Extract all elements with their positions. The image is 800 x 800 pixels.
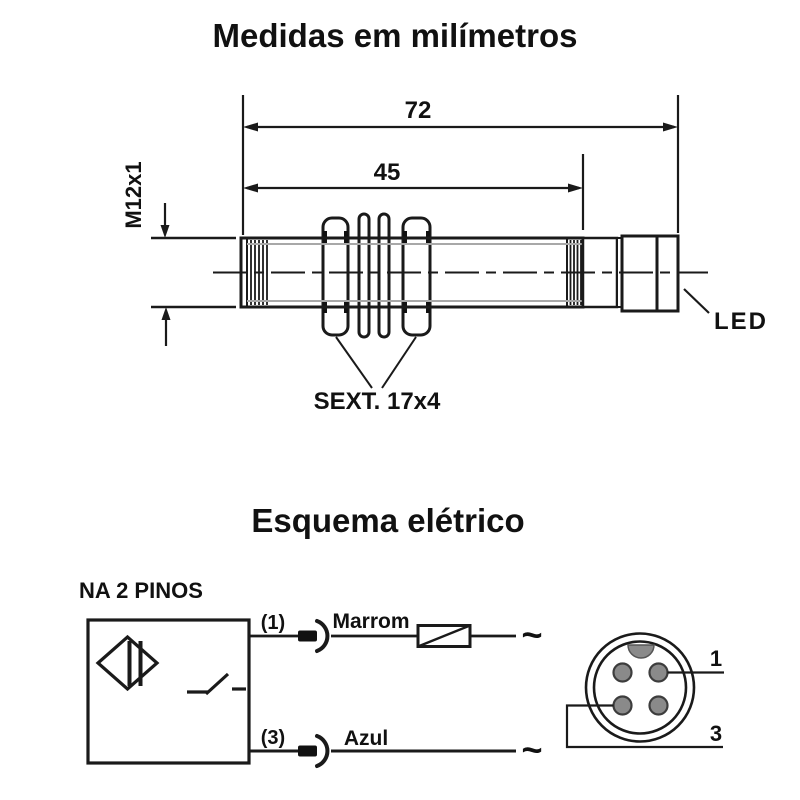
- hex-nut-2: [401, 216, 432, 337]
- wire-color-brown-label: Marrom: [332, 610, 409, 633]
- socket-icon: [315, 734, 330, 768]
- led-callout: LED: [683, 288, 768, 335]
- pin-1-number: 1: [710, 646, 722, 671]
- terminal-1-label: (1): [261, 612, 285, 634]
- terminal-3-label: (3): [261, 727, 285, 749]
- extension-lines: [241, 95, 680, 235]
- washer-2: [377, 212, 391, 339]
- arrow-down-icon: [160, 225, 170, 238]
- ac-supply-symbol: ~: [521, 729, 542, 770]
- overall-length-value: 72: [405, 97, 432, 124]
- plug-icon: [298, 745, 317, 757]
- arrowhead-left-icon: [243, 183, 258, 193]
- arrowhead-right-icon: [568, 183, 583, 193]
- socket-icon: [315, 619, 330, 653]
- normally-open-switch-icon: [187, 672, 246, 696]
- wire-blue: (3) Azul ~: [249, 727, 543, 770]
- thread-spec-label: M12x1: [121, 161, 146, 228]
- connector-pin-2: [612, 662, 633, 683]
- thread-length-value: 45: [374, 159, 401, 186]
- connector-pin-4: [648, 695, 669, 716]
- sensor-block: [86, 618, 251, 765]
- dimension-drawing-section: Medidas em milímetros 72 45 M12x1: [121, 17, 768, 415]
- plug-icon: [298, 630, 317, 642]
- wire-brown: (1) Marrom ~: [249, 610, 543, 655]
- wire-color-blue-label: Azul: [344, 727, 388, 750]
- washer-1: [357, 212, 371, 339]
- hex-nut-callout: SEXT. 17x4: [314, 336, 441, 415]
- connector-pin-1: [648, 662, 669, 683]
- hex-spec-label: SEXT. 17x4: [314, 388, 441, 415]
- thread-diameter-callout: M12x1: [121, 161, 236, 346]
- pin-3-number: 3: [710, 721, 722, 746]
- inductive-sensor-icon: [95, 634, 160, 692]
- keyway-notch-icon: [627, 644, 655, 659]
- circuit-variant-label: NA 2 PINOS: [79, 578, 203, 603]
- dimensions-title: Medidas em milímetros: [213, 17, 578, 54]
- arrowhead-right-icon: [663, 122, 678, 132]
- electrical-schematic-section: Esquema elétrico NA 2 PINOS (1) Marrom: [79, 502, 724, 770]
- ac-supply-symbol: ~: [521, 614, 542, 655]
- led-label: LED: [714, 308, 768, 335]
- connector-pin-3: [612, 695, 633, 716]
- arrow-up-icon: [161, 307, 171, 320]
- dimension-72: 72: [243, 97, 678, 132]
- arrowhead-left-icon: [243, 122, 258, 132]
- connector-pinout: 1 3: [565, 632, 724, 749]
- load-icon: [416, 624, 472, 648]
- sensor-body-drawing: [213, 212, 708, 339]
- schematic-title: Esquema elétrico: [251, 502, 524, 539]
- dimension-45: 45: [243, 159, 583, 193]
